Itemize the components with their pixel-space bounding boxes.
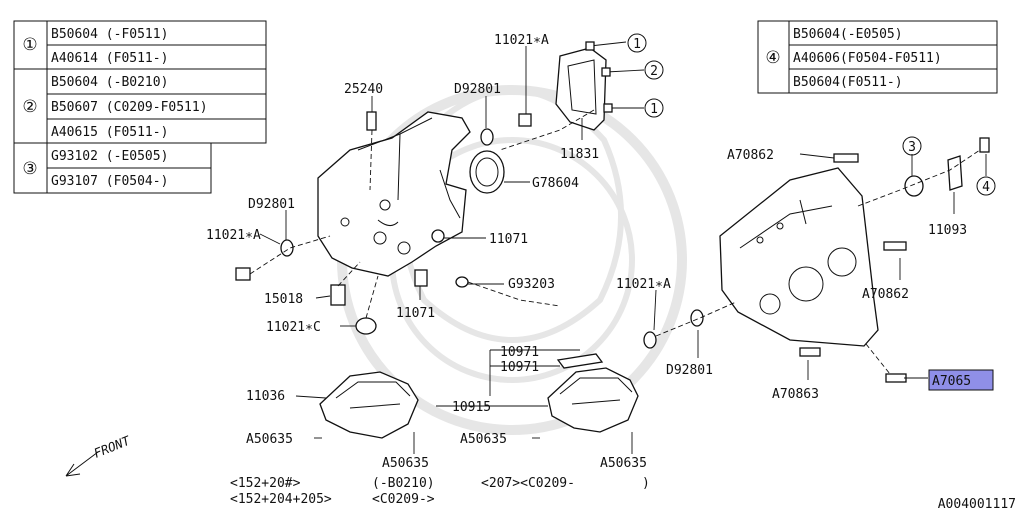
label-10971-b: 10971 xyxy=(500,360,539,375)
right-reference-table: ④ B50604(-E0505) A40606(F0504-F0511) B50… xyxy=(757,20,998,94)
connection-lines xyxy=(249,109,981,375)
note-line: <C0209-> xyxy=(372,492,435,507)
label-25240: 25240 xyxy=(344,82,383,97)
small-parts-left xyxy=(235,111,532,335)
label-15018: 15018 xyxy=(264,292,303,307)
note-line: <152+20#> xyxy=(230,476,301,491)
label-11093: 11093 xyxy=(928,223,967,238)
bracket-part-middle xyxy=(547,353,639,433)
label-10915: 10915 xyxy=(452,400,491,415)
label-11036: 11036 xyxy=(246,389,285,404)
label-a50635-right: A50635 xyxy=(600,456,647,471)
left-reference-table: ① B50604 (-F0511) A40614 (F0511-) ② B506… xyxy=(13,20,267,194)
label-g78604: G78604 xyxy=(532,176,579,191)
front-cover-part xyxy=(317,111,471,277)
application-notes: <152+20#> <152+204+205> (-B0210) <C0209-… xyxy=(230,476,650,507)
label-d92801-top: D92801 xyxy=(454,82,501,97)
label-g93203: G93203 xyxy=(508,277,555,292)
label-10971-a: 10971 xyxy=(500,345,539,360)
label-a70862-right: A70862 xyxy=(862,287,909,302)
cylinder-block-part xyxy=(719,167,879,347)
table-cell: B50604(F0511-) xyxy=(793,75,903,90)
table-cell: A40615 (F0511-) xyxy=(51,125,168,140)
label-a50635-left1: A50635 xyxy=(246,432,293,447)
bolt-parts xyxy=(585,41,645,113)
label-d92801-left: D92801 xyxy=(248,197,295,212)
note-line: ) xyxy=(642,476,650,491)
table-cell: G93102 (-E0505) xyxy=(51,149,168,164)
table-cell: B50607 (C0209-F0511) xyxy=(51,100,208,115)
cover-plate-part xyxy=(555,47,607,131)
note-line: (-B0210) xyxy=(372,476,435,491)
label-11021a-top: 11021∗A xyxy=(494,33,549,48)
label-11831: 11831 xyxy=(560,147,599,162)
leader-lines xyxy=(259,46,987,454)
table-cell: A40606(F0504-F0511) xyxy=(793,51,942,66)
right-small-parts xyxy=(643,137,990,383)
table-cell: B50604 (-F0511) xyxy=(51,27,168,42)
label-11021a-left: 11021∗A xyxy=(206,228,261,243)
callout-4: 4 xyxy=(982,180,990,195)
table-row-number: ④ xyxy=(765,48,780,68)
part-labels: 11021∗A 25240 D92801 11831 G78604 D92801… xyxy=(206,33,971,471)
table-row-number: ① xyxy=(22,35,37,55)
label-11021a-mid: 11021∗A xyxy=(616,277,671,292)
label-a50635-left2: A50635 xyxy=(382,456,429,471)
front-label: FRONT xyxy=(92,432,134,461)
label-a50635-middle: A50635 xyxy=(460,432,507,447)
label-a70863: A70863 xyxy=(772,387,819,402)
label-a7065: A7065 xyxy=(932,374,971,389)
front-direction-indicator: FRONT xyxy=(65,432,134,477)
label-a70862-top: A70862 xyxy=(727,148,774,163)
oil-seal-part xyxy=(469,150,505,194)
label-11021c: 11021∗C xyxy=(266,320,321,335)
label-d92801-bottom: D92801 xyxy=(666,363,713,378)
note-line: <152+204+205> xyxy=(230,492,332,507)
callout-circles: 1 2 1 3 4 xyxy=(627,33,996,196)
callout-2: 2 xyxy=(650,64,658,79)
callout-3: 3 xyxy=(908,140,916,155)
diagram-id: A004001117 xyxy=(938,497,1016,512)
table-cell: G93107 (F0504-) xyxy=(51,174,168,189)
table-cell: A40614 (F0511-) xyxy=(51,51,168,66)
callout-1-bottom: 1 xyxy=(650,102,658,117)
label-11071-bottom: 11071 xyxy=(396,306,435,321)
label-11071-right: 11071 xyxy=(489,232,528,247)
table-cell: B50604(-E0505) xyxy=(793,27,903,42)
table-row-number: ③ xyxy=(22,159,37,179)
bracket-part-left xyxy=(319,371,419,439)
note-line: <207><C0209- xyxy=(481,476,575,491)
highlight-box xyxy=(928,369,994,391)
table-cell: B50604 (-B0210) xyxy=(51,75,168,90)
table-row-number: ② xyxy=(22,97,37,117)
callout-1-top: 1 xyxy=(633,37,641,52)
